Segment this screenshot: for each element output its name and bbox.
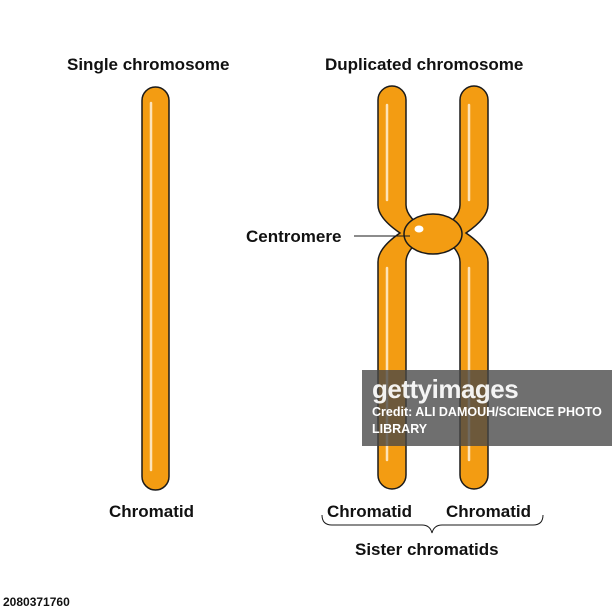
watermark-credit: Credit: ALI DAMOUH/SCIENCE PHOTO LIBRARY [372, 405, 602, 436]
watermark-banner: gettyimages Credit: ALI DAMOUH/SCIENCE P… [362, 370, 612, 446]
single-chromosome-title: Single chromosome [67, 55, 230, 74]
chromatid-label-left: Chromatid [327, 502, 412, 521]
centromere-label: Centromere [246, 227, 342, 246]
sister-chromatids-bracket [321, 514, 544, 534]
chromatid-label-single: Chromatid [109, 502, 194, 521]
duplicated-chromosome-title: Duplicated chromosome [325, 55, 524, 74]
chromatid-label-right: Chromatid [446, 502, 531, 521]
duplicated-chromosome [354, 85, 489, 490]
watermark-brand-logo: gettyimages [372, 374, 519, 404]
sister-chromatids-label: Sister chromatids [355, 540, 499, 559]
centromere-body [403, 213, 463, 255]
watermark-image-id: 2080371760 [0, 592, 79, 612]
single-chromatid [141, 86, 170, 491]
